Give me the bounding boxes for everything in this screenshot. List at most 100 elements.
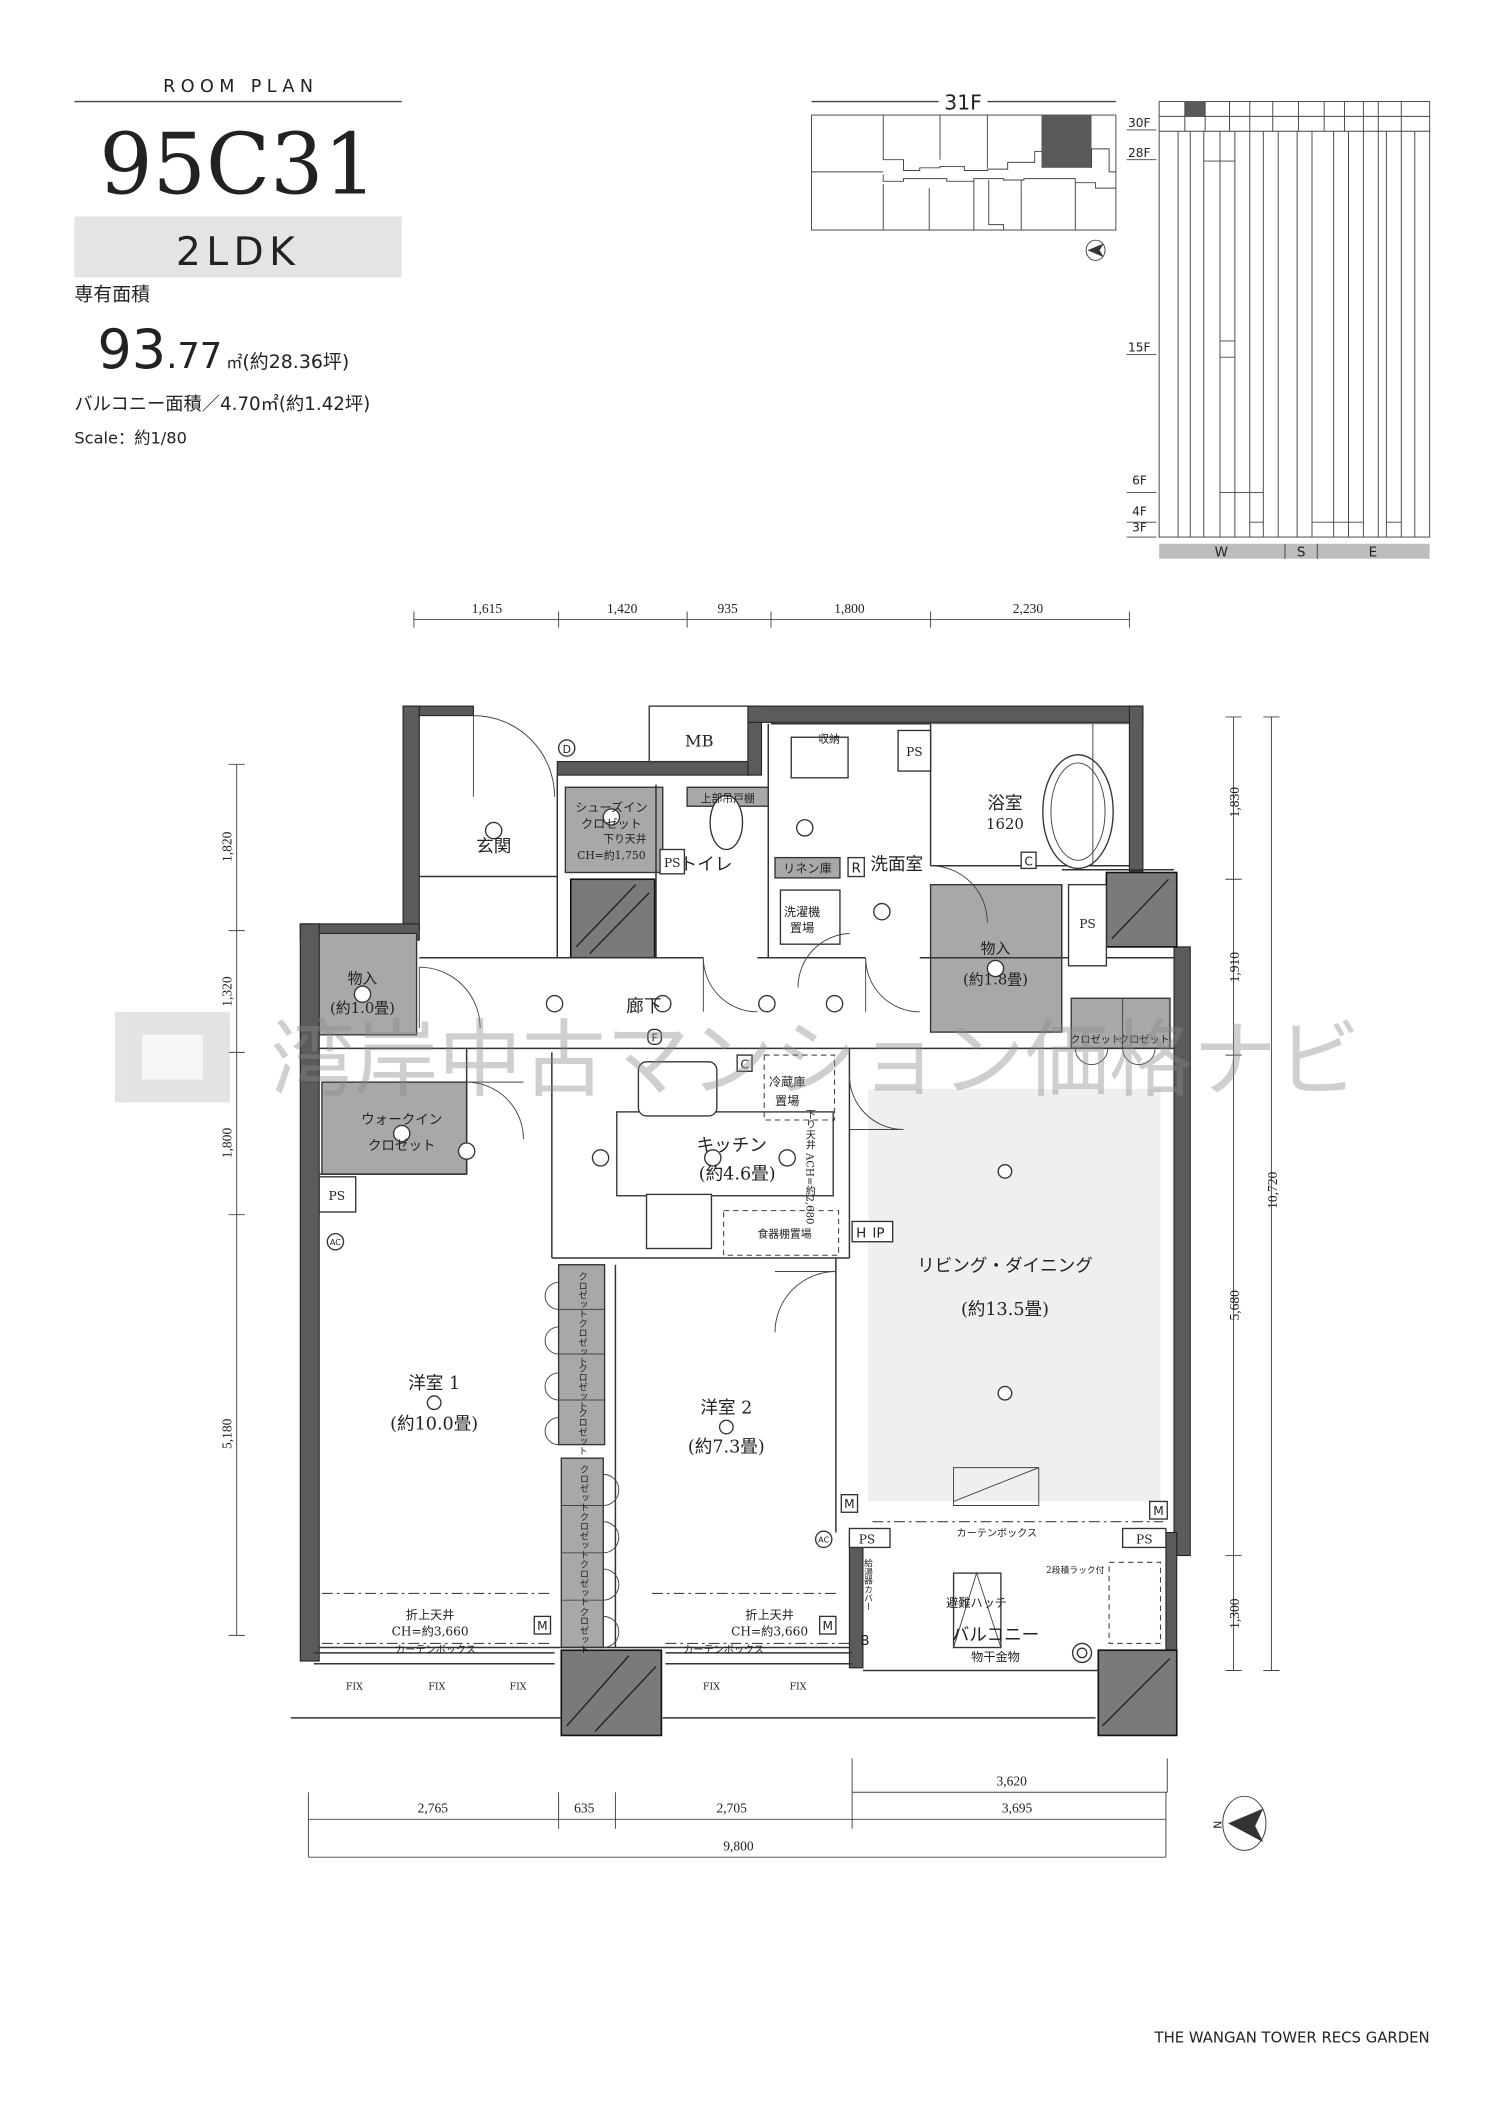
aircon-symbol: AC — [330, 1237, 341, 1247]
ceiling-light-icons — [353, 808, 1013, 1435]
closet-label: クロゼット — [576, 1408, 588, 1455]
ps-label: PS — [1136, 1532, 1153, 1546]
floor-label: 3F — [1132, 521, 1147, 535]
dim-bottom: 635 — [574, 1801, 595, 1816]
raised-ceiling-label: 折上天井 — [745, 1607, 794, 1622]
key-plan-floor: 31F — [811, 91, 1117, 261]
floor-label: 15F — [1128, 341, 1150, 355]
laundry-label: 洗濯機 — [784, 904, 820, 919]
dish-shelf-label: 食器棚置場 — [757, 1227, 811, 1241]
room-label-kitchen: キッチン — [697, 1136, 767, 1156]
ps-label: PS — [329, 1189, 346, 1203]
curtain-box-label: カーテンボックス — [683, 1644, 764, 1656]
laundry-label: 置場 — [790, 921, 814, 935]
shoes-closet — [564, 786, 664, 874]
room-label-bath: 浴室 — [987, 794, 1022, 814]
dim-left: 1,320 — [219, 976, 234, 1007]
linen-label: リネン庫 — [783, 861, 832, 875]
fridge-label: 置場 — [775, 1094, 799, 1108]
living-floor — [868, 1088, 1161, 1502]
floor-label: 6F — [1132, 473, 1147, 487]
closet-label: クロゼット — [576, 1319, 588, 1366]
storage-large-label: 物入 — [981, 940, 1011, 958]
floor-label: 30F — [1128, 116, 1150, 130]
footer-property-name: THE WANGAN TOWER RECS GARDEN — [1154, 2028, 1430, 2046]
fridge-label: 冷蔵庫 — [769, 1075, 805, 1089]
area-dec: .77 — [166, 336, 222, 377]
dim-right: 1,300 — [1227, 1598, 1242, 1629]
ps-label: PS — [1079, 917, 1096, 931]
raised-ceiling-label: 折上天井 — [406, 1607, 455, 1622]
dim-bottom-upper: 3,620 — [997, 1773, 1028, 1788]
shoes-ceiling-label: 下り天井 — [603, 832, 646, 846]
meter-symbol: M — [823, 1619, 834, 1633]
dim-bottom: 2,705 — [717, 1801, 748, 1816]
heater-cover-label: 給湯器カバー — [862, 1557, 872, 1611]
walk-in-closet — [321, 1081, 468, 1175]
bedroom1-size: (約10.0畳) — [390, 1415, 478, 1435]
north-label: N — [1211, 1821, 1224, 1829]
floor-label: 28F — [1128, 146, 1150, 160]
north-compass-icon: N — [1211, 1795, 1267, 1851]
stove — [645, 1193, 713, 1250]
raised-ceiling-height: CH=約3,660 — [392, 1623, 469, 1638]
fix-window-label: FIX — [346, 1681, 363, 1692]
aircon-icon — [814, 1530, 833, 1549]
structural-columns — [560, 871, 1178, 1737]
aircon-symbol: AC — [818, 1535, 829, 1545]
dim-top: 2,230 — [1013, 601, 1044, 616]
dim-left: 1,820 — [219, 831, 234, 862]
kitchen-ceiling-label: 下り天井 ACH=約2,680 — [803, 1109, 815, 1224]
closet-label: クロゼット — [577, 1607, 589, 1654]
linen-closet — [774, 856, 841, 879]
shoes-closet-label: クロゼット — [581, 817, 642, 831]
dim-top: 1,800 — [834, 601, 865, 616]
ps-label: PS — [664, 856, 681, 870]
room-label-hallway: 廊下 — [626, 997, 661, 1017]
ps-label: PS — [906, 745, 923, 759]
storage-small — [318, 932, 418, 1036]
storage-small-label: 物入 — [348, 969, 378, 987]
room-partitions — [290, 722, 1175, 1719]
dim-left: 1,800 — [219, 1128, 234, 1159]
drying-hardware-label: 物干金物 — [971, 1649, 1020, 1664]
fix-window-label: FIX — [428, 1681, 445, 1692]
balcony-area: バルコニー面積／4.70㎡(約1.42坪) — [74, 393, 370, 415]
dim-left: 5,180 — [219, 1418, 234, 1449]
elevation-highlight — [1184, 101, 1206, 117]
section-label: ROOM PLAN — [163, 77, 318, 97]
h-symbol: H — [856, 1226, 866, 1242]
curtain-box-label: カーテンボックス — [395, 1644, 476, 1656]
shoes-closet-label: シューズイン — [575, 800, 647, 815]
fix-window-label: FIX — [790, 1681, 807, 1692]
symbols: D C C R H IP M M M M B AC AC F — [326, 739, 1168, 1664]
dim-right: 5,680 — [1227, 1290, 1242, 1321]
area-tsubo: (約28.36坪) — [242, 351, 349, 373]
fix-window-label: FIX — [703, 1681, 720, 1692]
ps-label: PS — [859, 1532, 876, 1546]
room-label-bedroom2: 洋室 2 — [700, 1399, 752, 1419]
door-symbol: D — [563, 743, 571, 756]
orientation-w: W — [1215, 545, 1228, 561]
floor-labels: 30F 28F 15F 6F 4F 3F — [1126, 116, 1157, 538]
area-unit: ㎡ — [226, 353, 242, 372]
wash-basin — [790, 736, 849, 779]
dim-right: 1,910 — [1227, 952, 1242, 983]
dimensions: 1,615 1,420 935 1,800 2,230 1,820 1,320 … — [219, 601, 1280, 1858]
raised-ceiling-height: CH=約3,660 — [731, 1623, 808, 1638]
bedroom1-closet — [557, 1264, 606, 1446]
cabinet-symbol: C — [740, 1058, 749, 1072]
walls — [299, 705, 1191, 1669]
escape-hatch — [952, 1572, 1002, 1649]
room-label-balcony: バルコニー — [952, 1626, 1040, 1646]
toilet-bowl — [709, 794, 744, 851]
kitchen-island — [616, 1111, 834, 1197]
room-labels: 玄関 シューズイン クロゼット 下り天井 CH=約1,750 PS 上部吊戸棚 … — [318, 729, 1170, 1692]
door-swings — [418, 715, 1156, 1648]
compass-small-icon — [1085, 239, 1106, 261]
dim-top: 935 — [718, 601, 739, 616]
dim-bottom: 3,695 — [1002, 1801, 1033, 1816]
r-symbol: R — [851, 860, 860, 876]
